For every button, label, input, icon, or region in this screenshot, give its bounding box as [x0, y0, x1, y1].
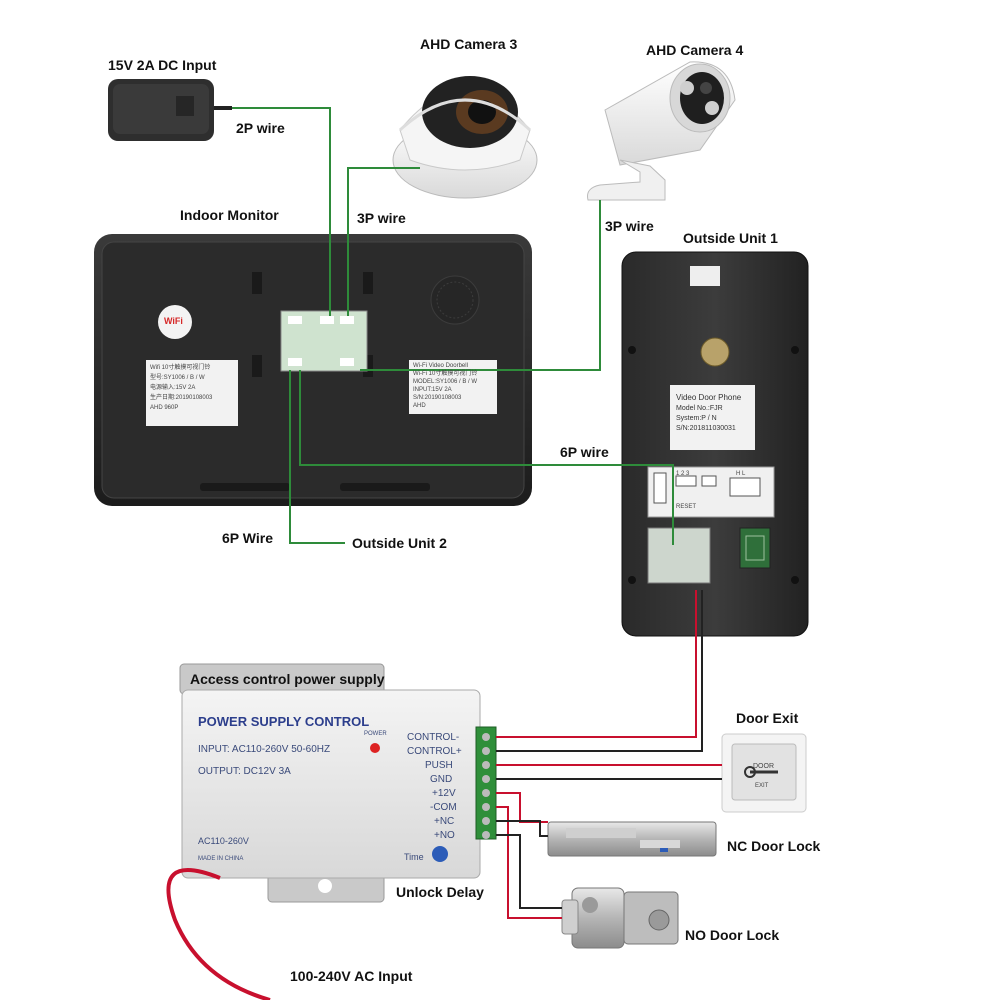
psu-output-spec: OUTPUT: DC12V 3A [198, 766, 291, 777]
terminal-label-reset: RESET [676, 504, 697, 510]
exit-button-door-text: DOOR [753, 763, 774, 770]
door-exit-label: Door Exit [736, 710, 799, 726]
wire-2p [232, 107, 331, 316]
indoor-monitor-label: Indoor Monitor [180, 207, 279, 223]
nc-lock-label: NC Door Lock [727, 838, 821, 854]
psu-title: POWER SUPPLY CONTROL [198, 714, 370, 729]
wire-2p-label: 2P wire [236, 120, 285, 136]
no-lock-label: NO Door Lock [685, 927, 780, 943]
bullet-camera-4 [587, 61, 736, 201]
nc-magnetic-lock [547, 821, 717, 857]
camera-3-label: AHD Camera 3 [420, 36, 518, 52]
outside-unit-1-label: Outside Unit 1 [683, 230, 778, 246]
door-exit-button [721, 733, 807, 813]
wire-6p-outside-unit-2 [289, 370, 345, 544]
wire-control-minus [496, 590, 697, 738]
wire-com-no [496, 834, 562, 909]
no-electric-lock [561, 887, 679, 949]
green-wires [232, 107, 674, 545]
wire-6p-outside-unit-1 [299, 370, 674, 545]
wire-6p-label-a: 6P wire [560, 444, 609, 460]
outside-unit-2-label: Outside Unit 2 [352, 535, 447, 551]
wire-3p-camera4 [360, 200, 601, 371]
terminal-label-123: 1 2 3 [676, 471, 690, 477]
wire-3p-label-a: 3P wire [357, 210, 406, 226]
psu-time-label: Time [404, 852, 424, 862]
dc-input-label: 15V 2A DC Input [108, 57, 217, 73]
dome-camera-3 [392, 76, 538, 199]
psu-ac-range: AC110-260V [198, 836, 249, 846]
psu-input-spec: INPUT: AC110-260V 50-60HZ [198, 744, 331, 755]
terminal-label-hl: H L [736, 471, 746, 477]
power-supply-box [179, 663, 497, 903]
wire-12v-no [496, 806, 562, 919]
wire-3p-label-b: 3P wire [605, 218, 654, 234]
psu-wires [166, 590, 722, 1000]
wire-control-plus [496, 590, 703, 752]
camera-4-label: AHD Camera 4 [646, 42, 744, 58]
wire-6p-label-b: 6P Wire [222, 530, 273, 546]
ac-input-label: 100-240V AC Input [290, 968, 413, 984]
outside-unit-1 [621, 251, 809, 637]
exit-button-exit-text: EXIT [755, 783, 769, 789]
dc-adapter [108, 79, 232, 141]
unlock-delay-label: Unlock Delay [396, 884, 484, 900]
psu-power-led-label: POWER [364, 731, 387, 737]
ac-input-cable [166, 868, 271, 1000]
wire-com-nc [496, 820, 548, 837]
psu-made-in: MADE IN CHINA [198, 856, 244, 862]
access-psu-label: Access control power supply [190, 671, 385, 687]
wire-3p-camera3 [347, 167, 420, 316]
indoor-monitor [94, 234, 532, 506]
wifi-logo: WiFi [164, 316, 183, 326]
